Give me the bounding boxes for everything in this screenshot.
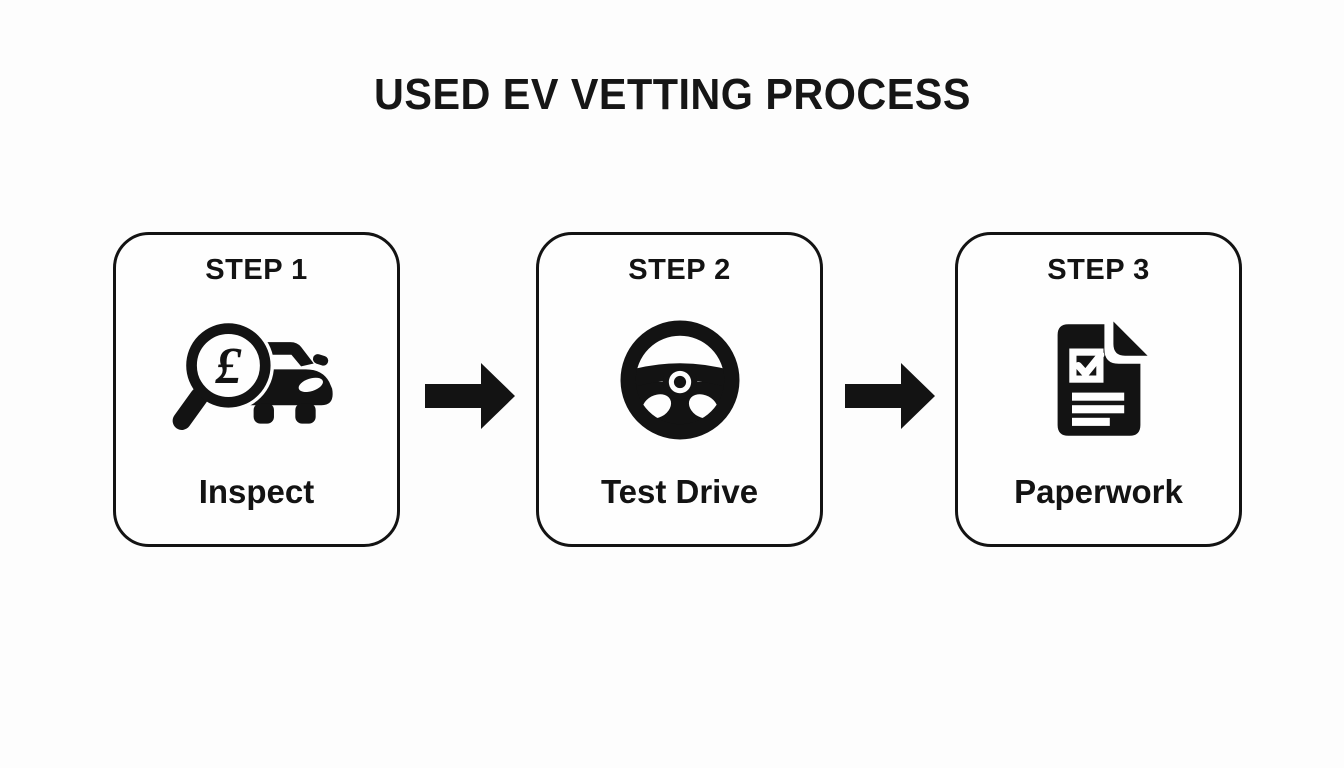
step-card-inspect: STEP 1 £ In: [113, 232, 400, 547]
step-caption: Test Drive: [600, 473, 759, 510]
page-title-text: USED EV VETTING PROCESS: [373, 70, 971, 119]
step-label: STEP 2: [628, 254, 731, 286]
right-arrow-icon: [845, 363, 935, 429]
svg-text:£: £: [214, 337, 242, 395]
steering-wheel-icon: [619, 319, 741, 441]
step-label: STEP 3: [1047, 254, 1150, 286]
step-card-test-drive: STEP 2 Test Drive: [536, 232, 823, 547]
page-title: USED EV VETTING PROCESS: [0, 70, 1344, 120]
step-caption: Inspect: [198, 473, 315, 510]
step-caption: Paperwork: [1014, 473, 1183, 510]
step-label: STEP 1: [205, 254, 308, 286]
car-inspection-magnifier-icon: £: [171, 316, 342, 444]
right-arrow-icon: [425, 363, 515, 429]
step-card-paperwork: STEP 3 Paperwork: [955, 232, 1242, 547]
document-checklist-icon: [1043, 317, 1155, 443]
